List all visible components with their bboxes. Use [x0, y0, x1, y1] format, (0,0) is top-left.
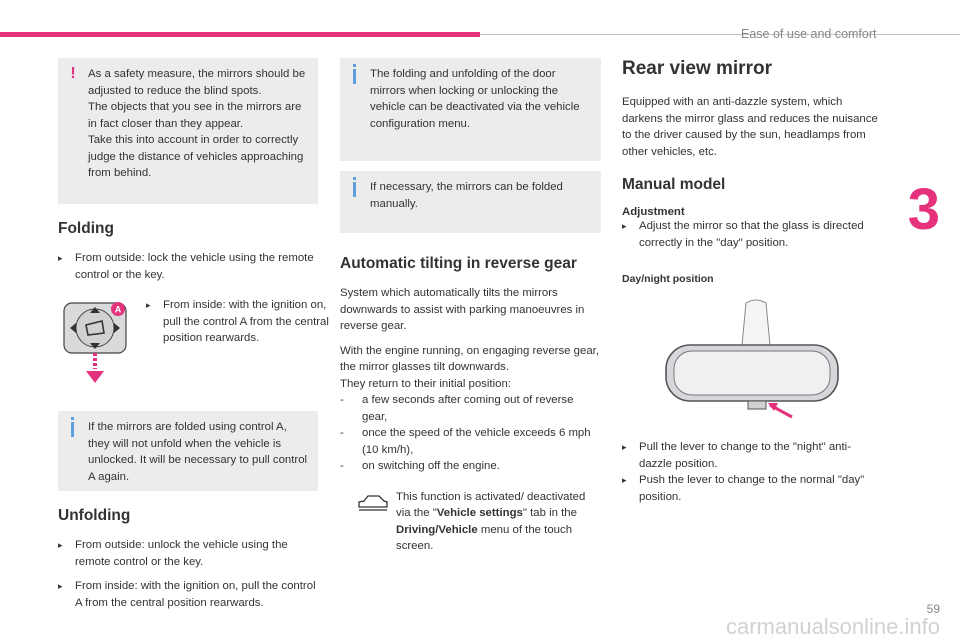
tilt-heading: Automatic tilting in reverse gear: [340, 255, 577, 272]
folding-outside-item: From outside: lock the vehicle using the…: [58, 250, 318, 283]
info-folded-text: If the mirrors are folded using control …: [88, 421, 308, 483]
unfolding-outside-item: From outside: unlock the vehicle using t…: [58, 537, 318, 570]
warning-line: As a safety measure, the mirrors should …: [88, 68, 306, 97]
watermark: carmanualsonline.info: [725, 614, 940, 639]
note-mid: " tab in the: [522, 507, 577, 519]
folding-heading: Folding: [58, 220, 114, 237]
folding-inside-block: A From inside: with the ignition on, pul…: [58, 295, 329, 395]
tilt-list-item: a few seconds after coming out of revers…: [340, 392, 601, 425]
tilt-return-text: They return to their initial position:: [340, 377, 511, 390]
warning-icon: !: [70, 65, 76, 82]
night-text: Pull the lever to change to the "night" …: [639, 441, 851, 470]
info-box-folded: If the mirrors are folded using control …: [58, 411, 318, 491]
rear-view-mirror-illustration: [665, 299, 839, 419]
info-box-manual: If necessary, the mirrors can be folded …: [340, 171, 601, 233]
rear-view-intro: Equipped with an anti-dazzle system, whi…: [622, 96, 878, 158]
note-text: This function is activated/ deactivated …: [396, 489, 601, 555]
unfolding-inside-text: From inside: with the ignition on, pull …: [75, 580, 316, 609]
warning-box: ! As a safety measure, the mirrors shoul…: [58, 58, 318, 204]
warning-line: The objects that you see in the mirrors …: [88, 101, 302, 130]
day-item: Push the lever to change to the normal "…: [622, 472, 882, 505]
folding-inside-item: From inside: with the ignition on, pull …: [146, 297, 335, 347]
info-icon: [71, 417, 74, 437]
column-2: The folding and unfolding of the door mi…: [340, 58, 601, 559]
unfolding-heading: Unfolding: [58, 507, 131, 524]
note-vehicle-settings: Vehicle settings: [436, 507, 523, 519]
night-item: Pull the lever to change to the "night" …: [622, 439, 882, 472]
day-text: Push the lever to change to the normal "…: [639, 474, 865, 503]
adjustment-label: Adjustment: [622, 206, 685, 218]
tilt-list-item: once the speed of the vehicle exceeds 6 …: [340, 425, 601, 458]
info-deactivate-text: The folding and unfolding of the door mi…: [370, 68, 580, 130]
manual-model-heading: Manual model: [622, 176, 726, 193]
unfolding-inside-item: From inside: with the ignition on, pull …: [58, 578, 318, 611]
header-rule: [480, 34, 960, 35]
car-icon: [358, 494, 388, 511]
info-icon: [353, 177, 356, 197]
section-color-bar: [0, 32, 480, 37]
folding-outside-text: From outside: lock the vehicle using the…: [75, 252, 314, 281]
unfolding-outside-text: From outside: unlock the vehicle using t…: [75, 539, 288, 568]
tilt-description: System which automatically tilts the mir…: [340, 287, 585, 332]
adjustment-item: Adjust the mirror so that the glass is d…: [622, 218, 882, 251]
tilt-list-item: on switching off the engine.: [340, 458, 601, 475]
mirror-control-illustration: A: [63, 302, 127, 383]
info-icon: [353, 64, 356, 84]
column-3: Rear view mirror Equipped with an anti-d…: [622, 58, 882, 505]
warning-line: Take this into account in order to corre…: [88, 134, 304, 179]
info-box-deactivate: The folding and unfolding of the door mi…: [340, 58, 601, 161]
note-suffix: menu of the touch screen.: [396, 523, 573, 553]
rear-view-heading: Rear view mirror: [622, 58, 772, 79]
note-driving-vehicle: Driving/Vehicle: [396, 523, 478, 536]
page-number: 59: [926, 602, 940, 616]
svg-text:A: A: [115, 305, 122, 315]
info-manual-text: If necessary, the mirrors can be folded …: [370, 181, 563, 210]
adjustment-text: Adjust the mirror so that the glass is d…: [639, 220, 864, 249]
note-prefix: This function is activated/ deactivated …: [396, 490, 586, 520]
column-1: ! As a safety measure, the mirrors shoul…: [58, 58, 329, 611]
folding-inside-text: From inside: with the ignition on, pull …: [163, 299, 329, 344]
tilt-engine-text: With the engine running, on engaging rev…: [340, 344, 599, 374]
chapter-number: 3: [907, 177, 940, 242]
section-title: Ease of use and comfort: [741, 27, 877, 41]
note-block: This function is activated/ deactivated …: [340, 489, 601, 559]
daynight-label: Day/night position: [622, 273, 714, 285]
